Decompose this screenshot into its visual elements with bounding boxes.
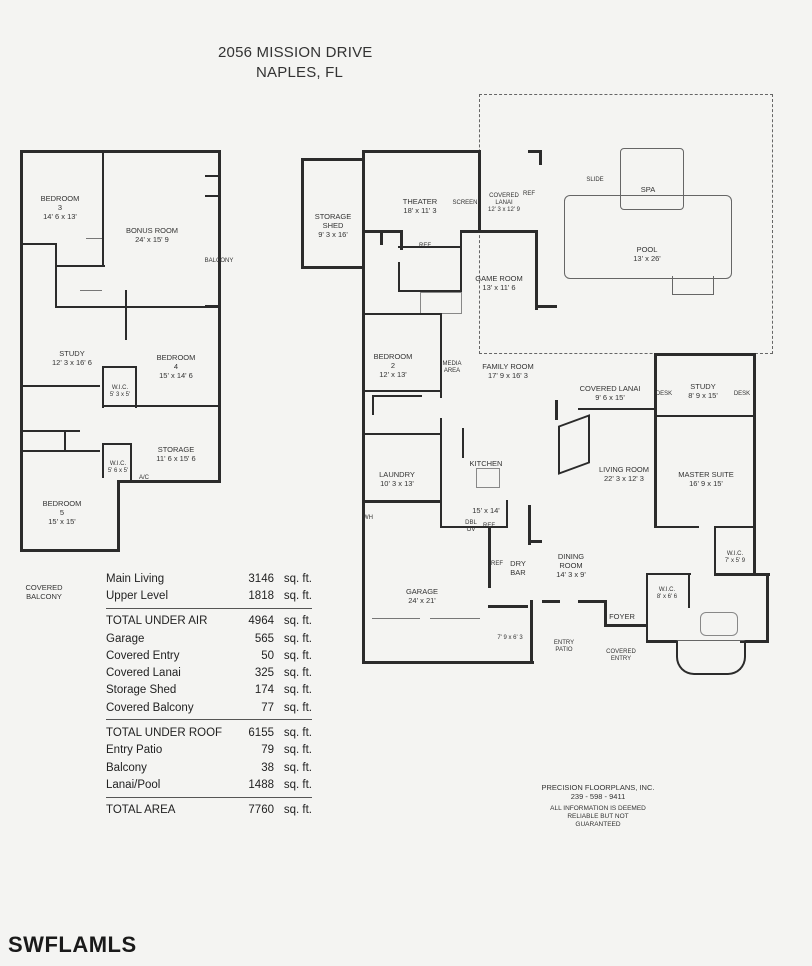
upper-room-wic-1: W.I.C.5' 3 x 5' <box>109 385 131 398</box>
upper-room-ac: A/C <box>138 475 150 481</box>
label-covered-entry: COVERED ENTRY <box>606 649 636 662</box>
room-dry-bar: DRY BAR <box>510 559 526 577</box>
label-media-area: MEDIA AREA <box>442 361 462 374</box>
mls-watermark: SWFLAMLS <box>8 932 137 957</box>
upper-room-balcony: BALCONY <box>204 258 234 264</box>
spa-shape <box>620 148 684 210</box>
label-spa: SPA <box>640 185 656 194</box>
label-dbl-ov: DBL OV <box>465 520 477 533</box>
stats-divider <box>106 719 312 721</box>
label-desk-2: DESK <box>733 391 751 397</box>
credit-phone: 239 - 598 - 9411 <box>570 792 626 801</box>
label-ref-bar: REF <box>491 561 503 567</box>
label-ref-kitchen: REF <box>483 523 495 529</box>
room-kitchen: KITCHEN <box>469 459 503 468</box>
label-ref-lanai: REF <box>523 191 535 197</box>
stats-divider <box>106 796 312 798</box>
kitchen-dims: 15' x 14' <box>472 506 500 515</box>
property-address: 2056 MISSION DRIVE <box>218 44 373 61</box>
credit-block: PRECISION FLOORPLANS, INC. 239 - 598 - 9… <box>500 783 696 829</box>
room-wic-master-2: W.I.C.8' x 6' 6 <box>656 587 678 600</box>
label-desk-1: DESK <box>655 391 673 397</box>
label-entry-patio: ENTRY PATIO <box>553 640 575 653</box>
stats-divider <box>106 607 312 609</box>
closet-dims: 7' 9 x 6' 3 <box>497 635 523 641</box>
credit-disclaimer: ALL INFORMATION IS DEEMED RELIABLE BUT N… <box>550 805 646 828</box>
upper-room-covered-balcony: COVERED BALCONY <box>25 583 63 601</box>
label-ref-game: REF <box>419 243 431 249</box>
property-city: NAPLES, FL <box>256 64 344 81</box>
label-wh: WH <box>363 515 373 521</box>
pool-shape <box>564 195 732 279</box>
room-wic-master-1: W.I.C.7' x 5' 9 <box>724 551 746 564</box>
credit-company: PRECISION FLOORPLANS, INC. <box>541 783 655 792</box>
label-screen: SCREEN <box>452 200 478 206</box>
room-foyer: FOYER <box>609 612 635 621</box>
upper-room-wic-2: W.I.C.5' 6 x 5' <box>107 461 129 474</box>
label-slide: SLIDE <box>586 177 604 183</box>
